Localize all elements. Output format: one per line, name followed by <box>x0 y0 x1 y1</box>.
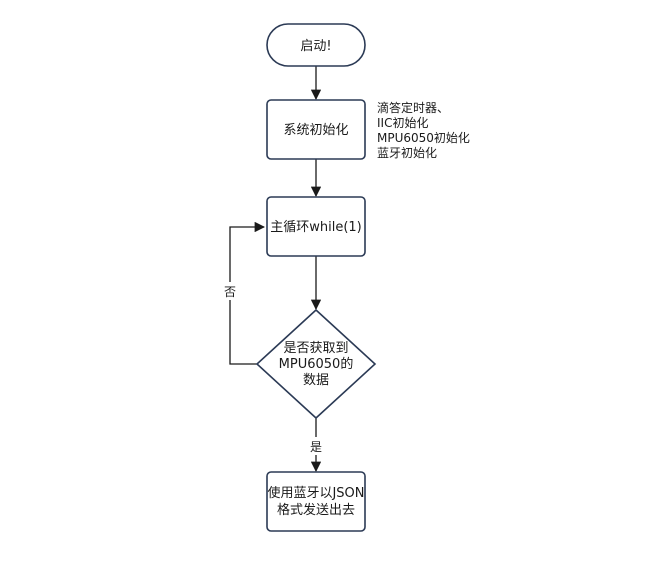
note-line-4: 蓝牙初始化 <box>377 146 437 160</box>
start-node: 启动! <box>266 23 366 67</box>
start-node-label: 启动! <box>300 39 331 54</box>
init-node: 系统初始化 <box>266 99 366 160</box>
decision-line-2: MPU6050的 <box>279 356 354 372</box>
note-line-2: IIC初始化 <box>377 116 428 130</box>
send-line-1: 使用蓝牙以JSON <box>267 485 364 501</box>
init-node-label: 系统初始化 <box>283 123 348 138</box>
edge-label-yes-bg <box>306 437 326 455</box>
decision-node: 是否获取到 MPU6050的 数据 <box>255 308 377 420</box>
edge-label-no: 否 <box>224 285 236 299</box>
send-line-2: 格式发送出去 <box>277 502 355 518</box>
decision-line-3: 数据 <box>303 373 329 388</box>
note-line-1: 滴答定时器、 <box>377 100 449 115</box>
init-note: 滴答定时器、 IIC初始化 MPU6050初始化 蓝牙初始化 <box>377 100 470 160</box>
edge-label-yes: 是 <box>310 440 322 454</box>
loop-node: 主循环while(1) <box>266 196 366 257</box>
edge-label-no-bg <box>220 282 240 300</box>
loop-node-label: 主循环while(1) <box>270 220 362 235</box>
send-node: 使用蓝牙以JSON 格式发送出去 <box>266 471 366 532</box>
note-line-3: MPU6050初始化 <box>377 131 470 145</box>
decision-line-1: 是否获取到 <box>283 341 348 356</box>
